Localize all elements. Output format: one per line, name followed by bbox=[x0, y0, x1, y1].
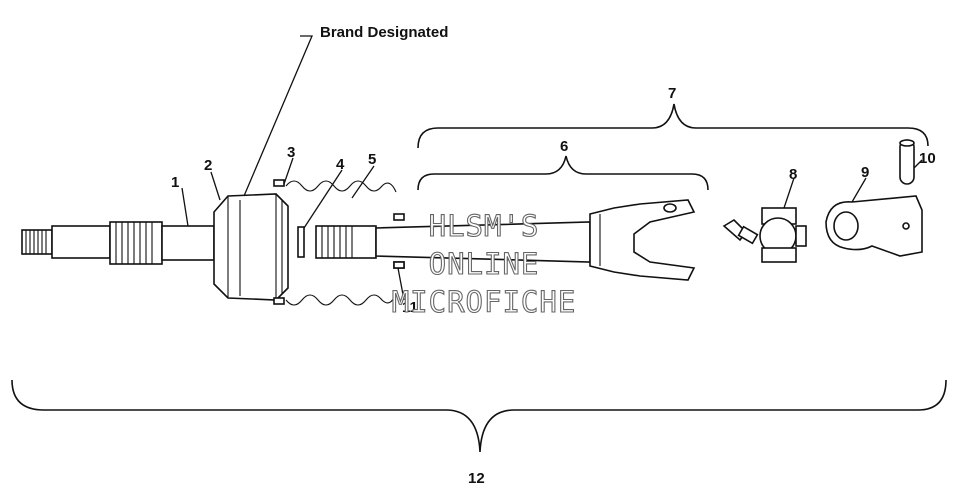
callout-11: 11 bbox=[402, 299, 418, 316]
bracket-7 bbox=[417, 103, 929, 149]
watermark-line-2: ONLINE bbox=[429, 247, 540, 281]
watermark-line-3: MICROFICHE bbox=[392, 285, 577, 319]
part-11-clamp bbox=[393, 261, 405, 269]
callout-2: 2 bbox=[204, 157, 212, 174]
brand-designated-label: Brand Designated bbox=[320, 24, 448, 41]
callout-4: 4 bbox=[336, 156, 345, 173]
watermark-line-1: HLSM'S bbox=[429, 209, 540, 243]
callout-8: 8 bbox=[789, 166, 797, 183]
part-8-u-joint bbox=[722, 207, 807, 263]
watermark: HLSM'S ONLINE MICROFICHE bbox=[391, 208, 577, 319]
bracket-12 bbox=[11, 379, 947, 453]
part-10-roll-pin bbox=[899, 139, 915, 185]
callout-5: 5 bbox=[368, 151, 376, 168]
part-1-outer-shaft bbox=[21, 221, 215, 265]
leader-lines bbox=[181, 35, 923, 301]
callout-3: 3 bbox=[287, 144, 295, 161]
bracket-6 bbox=[417, 155, 709, 191]
callout-6: 6 bbox=[560, 138, 568, 155]
callout-9: 9 bbox=[861, 164, 869, 181]
part-6-inner-shaft-yoke bbox=[315, 199, 696, 281]
callout-12: 12 bbox=[468, 470, 485, 487]
part-2-cv-housing bbox=[213, 179, 289, 305]
part-9-yoke-arm bbox=[825, 195, 923, 257]
callout-1: 1 bbox=[171, 174, 179, 191]
callout-10: 10 bbox=[919, 150, 936, 167]
callout-7: 7 bbox=[668, 85, 676, 102]
part-4-snap-ring bbox=[297, 226, 305, 258]
